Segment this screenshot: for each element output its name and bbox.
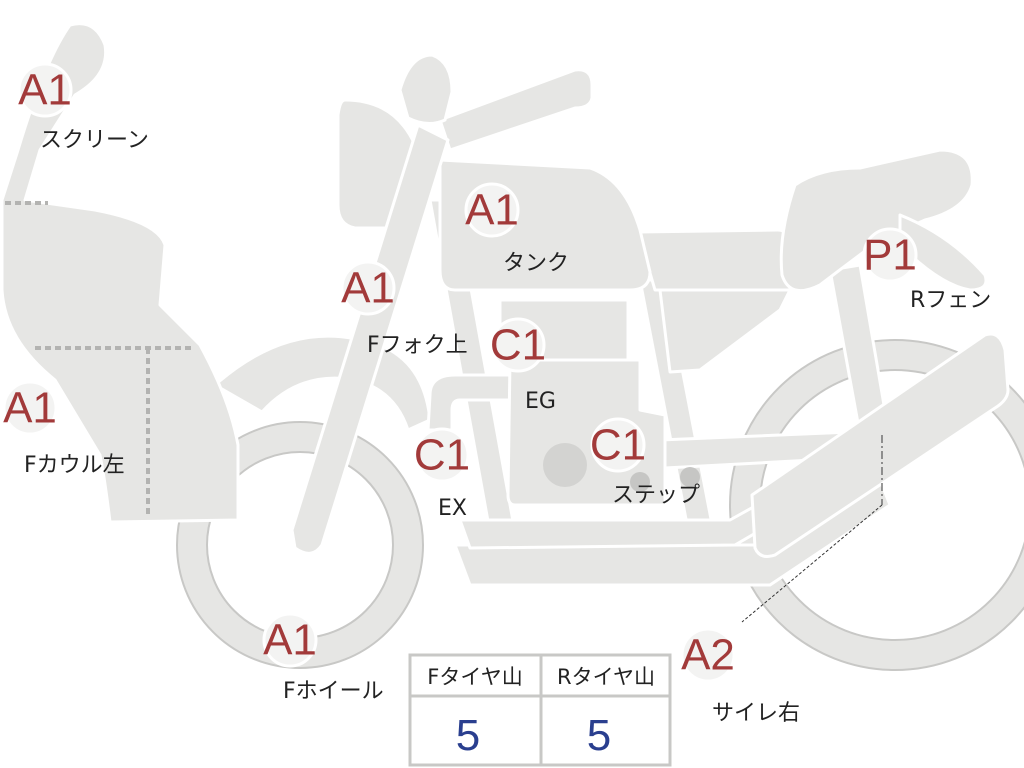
silencer xyxy=(750,332,1010,558)
front-cowl xyxy=(0,22,240,524)
badge-label: タンク xyxy=(503,251,569,276)
badge-code: A1 xyxy=(465,186,519,235)
badge-ex[interactable]: C1 EX xyxy=(414,427,470,521)
badge-label: ステップ xyxy=(612,483,700,508)
badge-circle xyxy=(2,380,58,436)
badge-circle xyxy=(340,260,396,316)
badge-fcowl[interactable]: A1 Fカウル左 xyxy=(2,380,125,478)
damage-badges: A1 スクリーン A1 タンク P1 Rフェン A1 Fフォク上 C1 EG A… xyxy=(2,62,991,726)
badge-code: A1 xyxy=(18,66,72,115)
badge-code: C1 xyxy=(590,421,646,470)
front-tire-value: 5 xyxy=(456,711,480,760)
badge-eg[interactable]: C1 EG xyxy=(490,317,556,414)
badge-label: EX xyxy=(438,496,467,521)
badge-label: Fフォク上 xyxy=(367,333,468,358)
rear-wheel xyxy=(729,339,1024,671)
badge-rfender[interactable]: P1 Rフェン xyxy=(862,227,991,313)
badge-code: C1 xyxy=(414,431,470,480)
tire-tread-table: Fタイヤ山 Rタイヤ山 5 5 xyxy=(408,653,672,767)
badge-circle xyxy=(862,227,918,283)
badge-step[interactable]: C1 ステップ xyxy=(590,417,700,508)
silencer-leader xyxy=(741,504,883,623)
handlebar xyxy=(438,68,594,152)
badge-label: Rフェン xyxy=(910,288,991,313)
badge-label: サイレ右 xyxy=(712,701,800,726)
badge-code: A1 xyxy=(341,264,395,313)
rear-fender xyxy=(898,213,988,292)
badge-code: C1 xyxy=(490,321,546,370)
badge-label: EG xyxy=(525,389,556,414)
badge-ffork[interactable]: A1 Fフォク上 xyxy=(340,260,468,358)
frame-spine xyxy=(636,228,792,292)
badge-code: A2 xyxy=(681,631,735,680)
rear-tire-header: Rタイヤ山 xyxy=(557,665,655,689)
badge-circle xyxy=(464,182,520,238)
badge-code: P1 xyxy=(863,231,917,280)
badge-label: Fホイール xyxy=(283,679,384,704)
badge-tank[interactable]: A1 タンク xyxy=(464,182,569,276)
badge-screen[interactable]: A1 スクリーン xyxy=(17,62,149,153)
front-tire-header: Fタイヤ山 xyxy=(427,665,522,689)
rear-tire-value: 5 xyxy=(587,711,611,760)
badge-circle xyxy=(680,627,736,683)
badge-code: A1 xyxy=(263,616,317,665)
side-panel xyxy=(658,288,792,374)
exhaust-pipe xyxy=(426,373,522,432)
badge-label: スクリーン xyxy=(40,128,149,153)
badge-label: Fカウル左 xyxy=(24,453,125,478)
front-fork xyxy=(290,123,450,555)
mirror xyxy=(398,53,454,125)
badge-circle xyxy=(590,417,646,473)
badge-circle xyxy=(414,427,470,483)
badge-fwheel[interactable]: A1 Fホイール xyxy=(262,612,384,704)
badge-circle xyxy=(262,612,318,668)
badge-code: A1 xyxy=(3,384,57,433)
badge-circle xyxy=(17,62,73,118)
badge-silencer[interactable]: A2 サイレ右 xyxy=(680,627,800,726)
badge-circle xyxy=(490,317,546,373)
